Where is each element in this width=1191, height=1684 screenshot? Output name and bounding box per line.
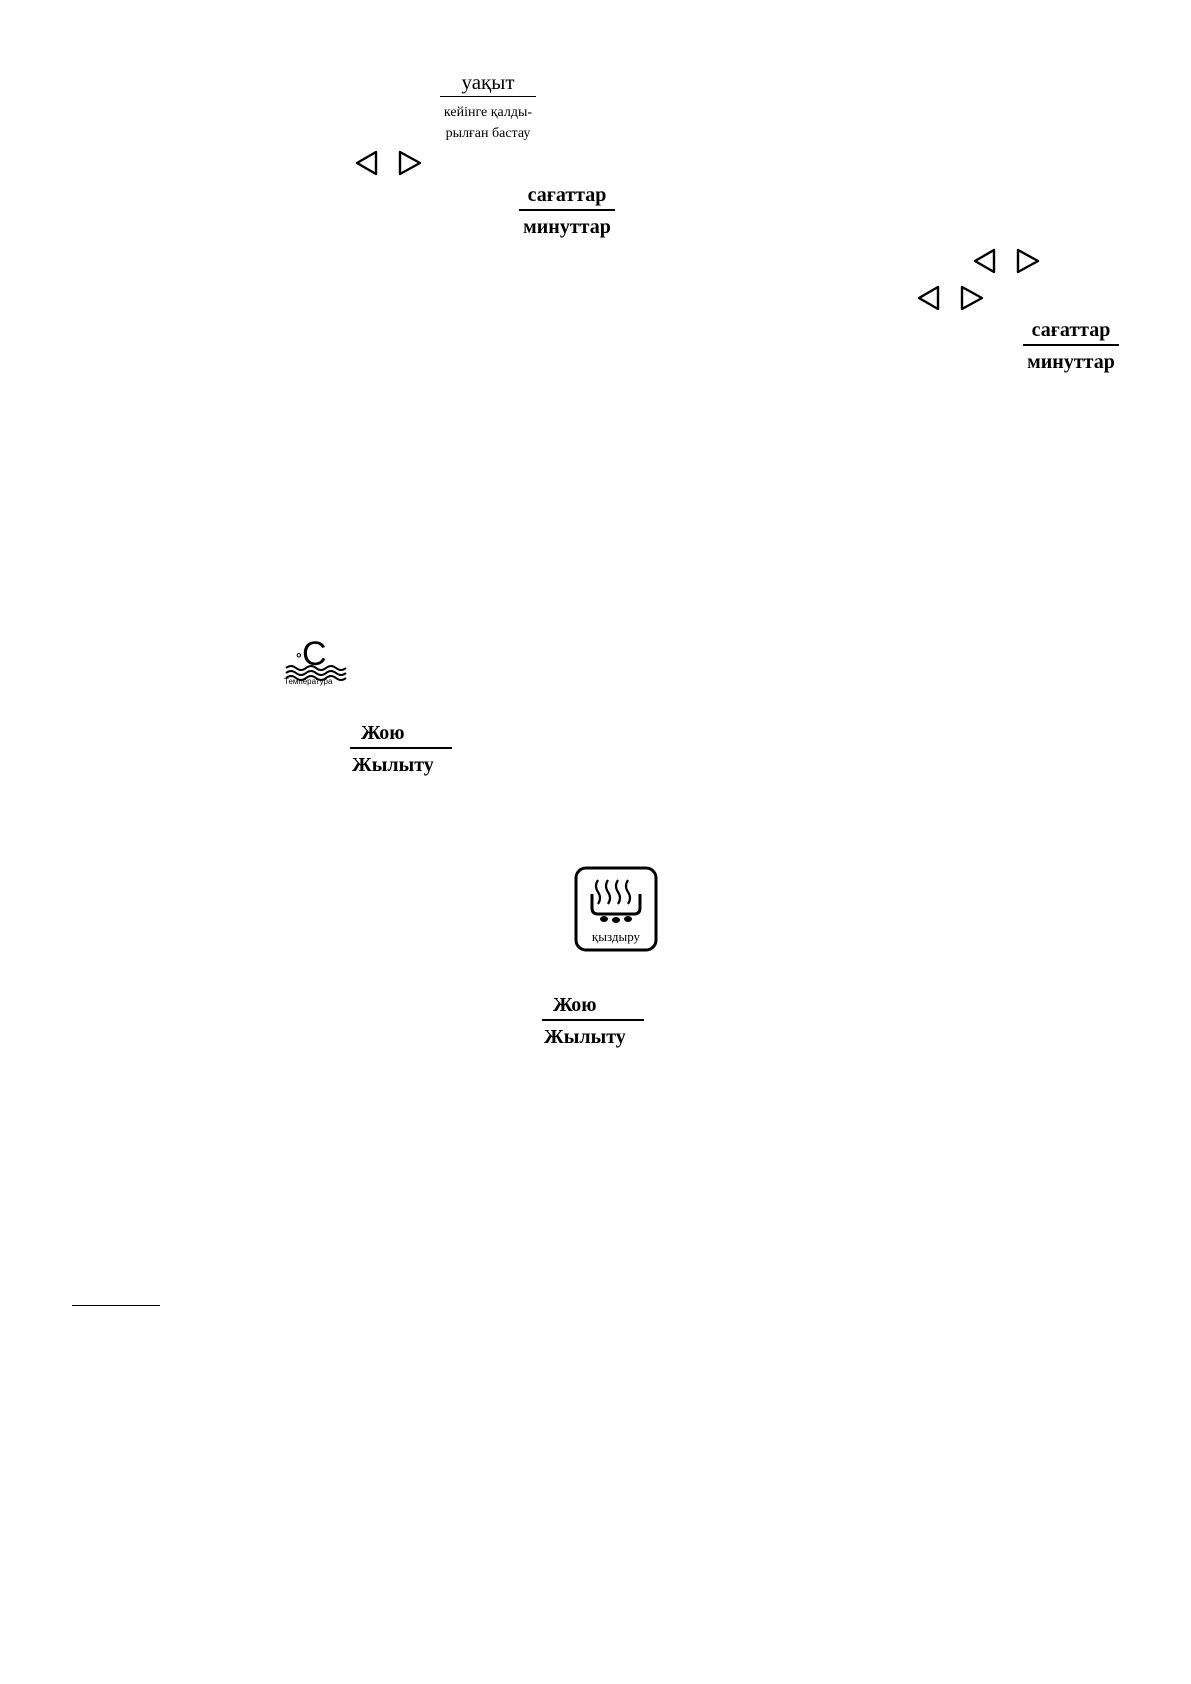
time-text: уақыт: [461, 70, 515, 94]
arrow-pair-2: [972, 247, 1044, 275]
clean-text: Жою: [553, 994, 597, 1016]
clean-text: Жою: [361, 722, 405, 744]
arrow-pair-3: [916, 284, 988, 312]
left-arrow-icon: [973, 248, 996, 274]
delayed-start-label: уақыт кейінге қалды- рылған бастау: [428, 72, 548, 144]
delayed-start-line2: рылған бастау: [445, 126, 531, 141]
footnote-separator: [72, 1305, 160, 1306]
fraction-rule: [1023, 344, 1119, 346]
right-arrow-icon: [398, 150, 422, 176]
fraction-rule: [519, 209, 615, 211]
right-arrow-icon: [1016, 248, 1040, 274]
heat-text: Жылыту: [544, 1026, 626, 1048]
left-arrow-icon: [917, 285, 940, 311]
hours-text: сағаттар: [527, 184, 607, 206]
fraction-rule: [542, 1019, 644, 1021]
clean-heat-label-1: Жою Жылыту: [346, 723, 456, 775]
fraction-rule: [350, 747, 452, 749]
hours-minutes-label-2: сағаттар минуттар: [1016, 320, 1126, 372]
heat-text: Жылыту: [352, 754, 434, 776]
minutes-text: минуттар: [1027, 351, 1115, 373]
svg-text:°: °: [296, 650, 302, 666]
left-arrow-icon: [355, 150, 378, 176]
right-arrow-icon: [960, 285, 984, 311]
heating-icon: қыздыру: [574, 866, 658, 952]
hours-text: сағаттар: [1031, 319, 1111, 341]
temperature-caption: Температура: [284, 677, 333, 686]
heating-caption: қыздыру: [591, 929, 641, 944]
clean-heat-label-2: Жою Жылыту: [538, 995, 648, 1047]
temperature-icon: ° C Температура: [280, 630, 352, 690]
arrow-pair-1: [354, 149, 426, 177]
delayed-start-line1: кейінге қалды-: [443, 105, 533, 120]
minutes-text: минуттар: [523, 216, 611, 238]
fraction-rule: [440, 96, 536, 97]
hours-minutes-label-1: сағаттар минуттар: [512, 185, 622, 237]
